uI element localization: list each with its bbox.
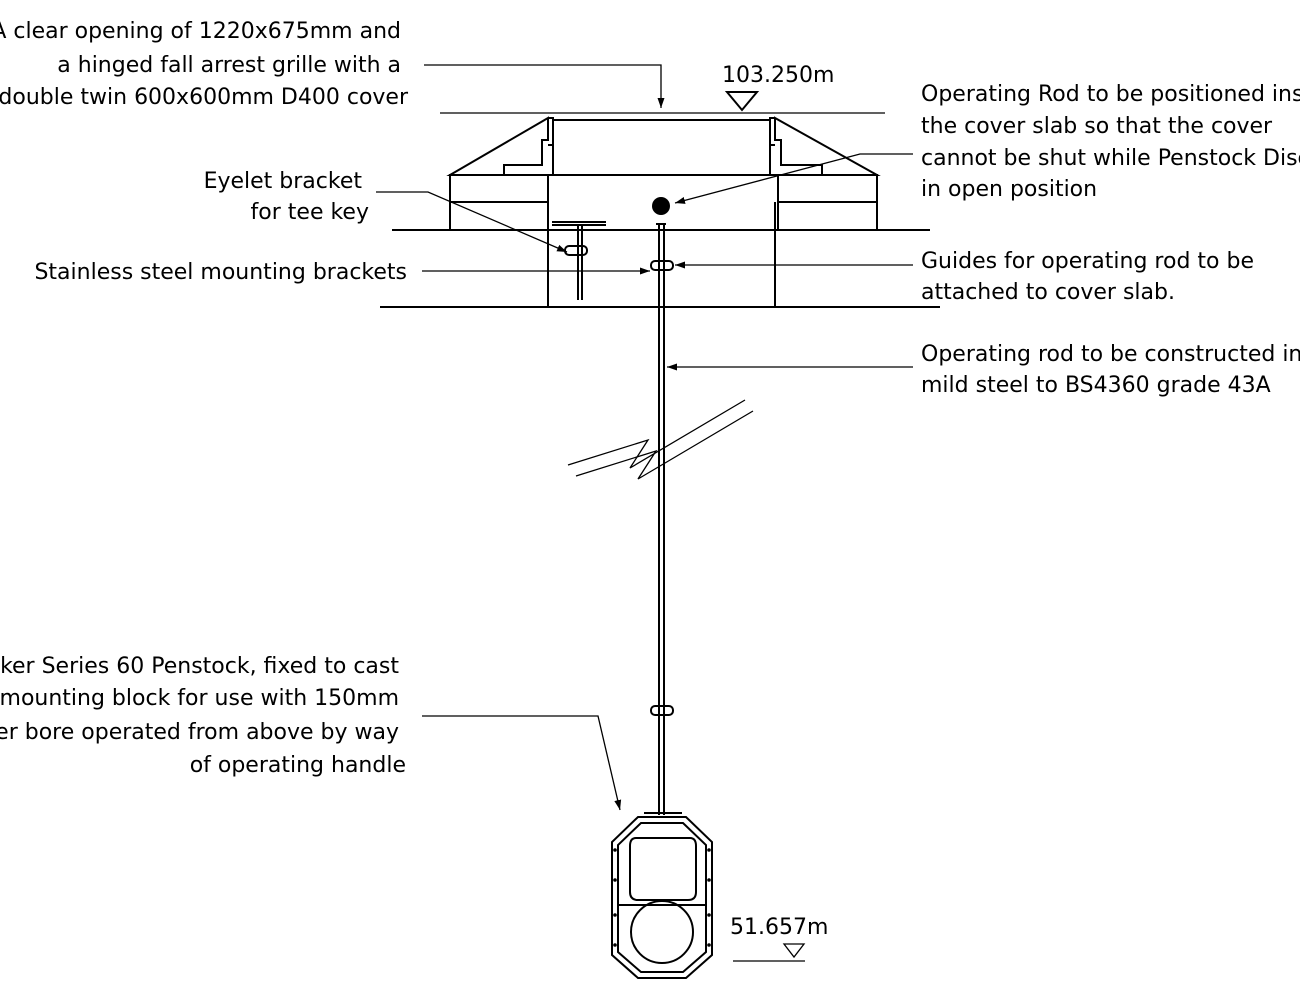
penstock-disc	[629, 837, 697, 901]
cover-note: A clear opening of 1220x675mm and a hing…	[0, 19, 409, 110]
operating-rod	[567, 197, 754, 815]
rod-break-line-2	[575, 410, 754, 480]
left-haunch	[446, 116, 549, 176]
top-level-triangle	[724, 91, 760, 112]
guides-note: Guides for operating rod to be attached …	[921, 249, 1261, 305]
rod-material-note: Operating rod to be constructed in mild …	[921, 342, 1300, 398]
top-level-label: 103.250m	[722, 63, 834, 88]
level-marker-bottom: 51.657m	[730, 915, 828, 962]
upper-rod-guide	[650, 260, 674, 271]
bottom-level-triangle	[782, 943, 806, 959]
eyelet-leader	[376, 191, 568, 253]
penstock-frame	[611, 816, 713, 979]
cover-leader	[424, 64, 665, 108]
chamber-top	[380, 112, 940, 308]
rod-break-line-1	[567, 399, 746, 469]
eyelet-note: Eyelet bracket for tee key	[204, 169, 369, 225]
right-haunch	[774, 116, 881, 176]
eyelet-bracket	[564, 245, 588, 256]
rod-position-note: Operating Rod to be positioned inside th…	[921, 82, 1300, 202]
tee-key	[552, 221, 606, 300]
rod-knob	[652, 197, 670, 215]
leaders	[376, 64, 913, 811]
penstock-leader	[422, 715, 622, 811]
level-marker-top: 103.250m	[722, 63, 834, 112]
penstock-bore	[630, 900, 694, 964]
penstock-body	[611, 812, 713, 979]
rod-position-leader	[674, 153, 913, 204]
penstock-note: mbaker Series 60 Penstock, fixed to cast…	[0, 654, 406, 778]
lower-rod-guide	[650, 705, 674, 716]
brackets-note: Stainless steel mounting brackets	[34, 260, 407, 285]
bottom-level-label: 51.657m	[730, 915, 828, 940]
